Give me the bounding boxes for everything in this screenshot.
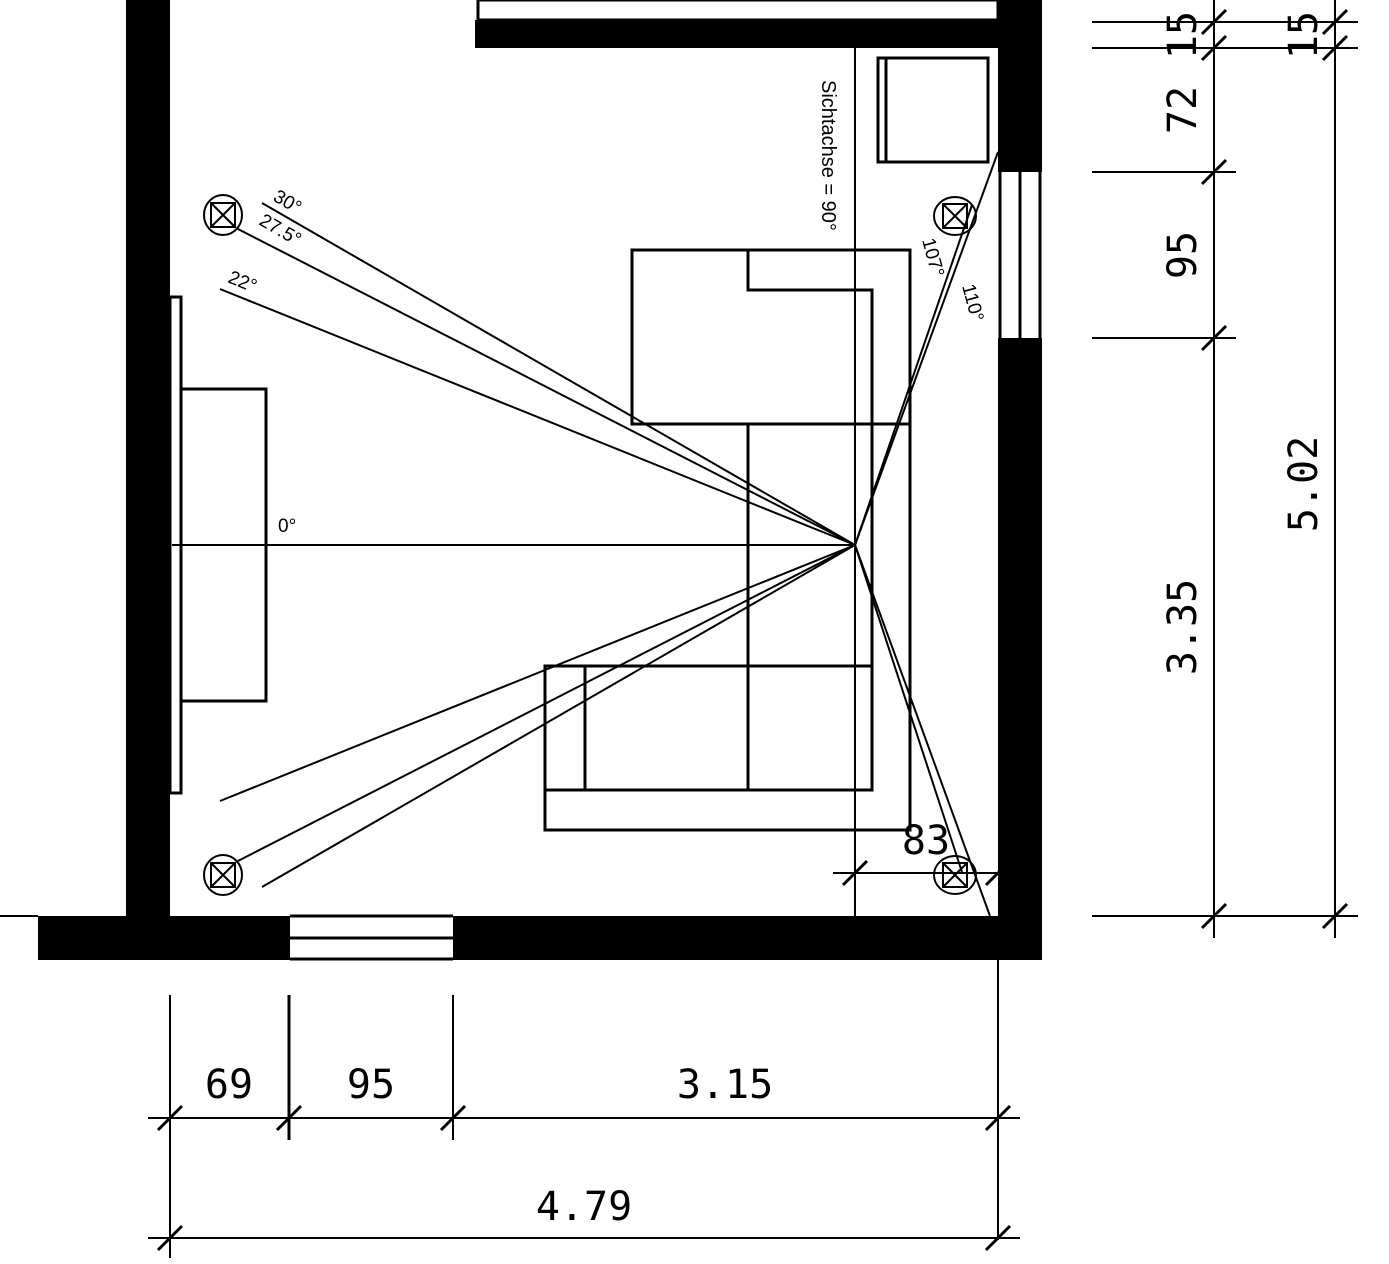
dim-69: 69 — [205, 1062, 253, 1108]
dim-5-02: 5.02 — [1281, 436, 1327, 532]
bottom-wall-left — [38, 916, 290, 960]
dim-3-35: 3.35 — [1160, 579, 1206, 675]
dim-3-15: 3.15 — [677, 1062, 773, 1108]
speaker-icon — [933, 855, 977, 895]
right-dimensions: 15 72 95 3.35 15 5.02 — [1092, 0, 1358, 938]
dim-15: 15 — [1160, 11, 1206, 59]
top-wall — [475, 20, 1042, 48]
bottom-window — [290, 914, 453, 961]
angle-label-107: 107° — [917, 236, 947, 279]
speaker-icon — [933, 196, 977, 236]
right-window — [998, 172, 1042, 338]
dim-72: 72 — [1160, 86, 1206, 134]
speaker-icon — [203, 854, 243, 896]
bottom-dimensions: 69 95 3.15 4.79 — [148, 995, 1020, 1258]
sofa-offset-dimension: 83 — [833, 818, 1012, 887]
speaker-icon — [203, 194, 243, 236]
armchair — [876, 56, 990, 164]
angle-label-110: 110° — [957, 282, 987, 324]
walls — [0, 0, 1042, 1240]
angle-label-30: 30° — [270, 186, 305, 219]
bottom-wall-right — [453, 916, 1042, 960]
dim-83: 83 — [902, 818, 950, 864]
dim-95: 95 — [347, 1062, 395, 1108]
sight-axis-label: Sichtachse = 90° — [817, 80, 839, 231]
dim-15-outer: 15 — [1281, 11, 1327, 59]
right-wall-bottom — [998, 338, 1042, 960]
sight-lines — [172, 151, 999, 917]
dim-4-79: 4.79 — [536, 1184, 632, 1230]
left-wall — [126, 0, 170, 916]
top-opening — [476, 0, 1000, 22]
angle-label-27-5: 27.5° — [256, 210, 305, 250]
angle-label-0: 0° — [278, 516, 296, 537]
dim-95-right: 95 — [1160, 231, 1206, 279]
